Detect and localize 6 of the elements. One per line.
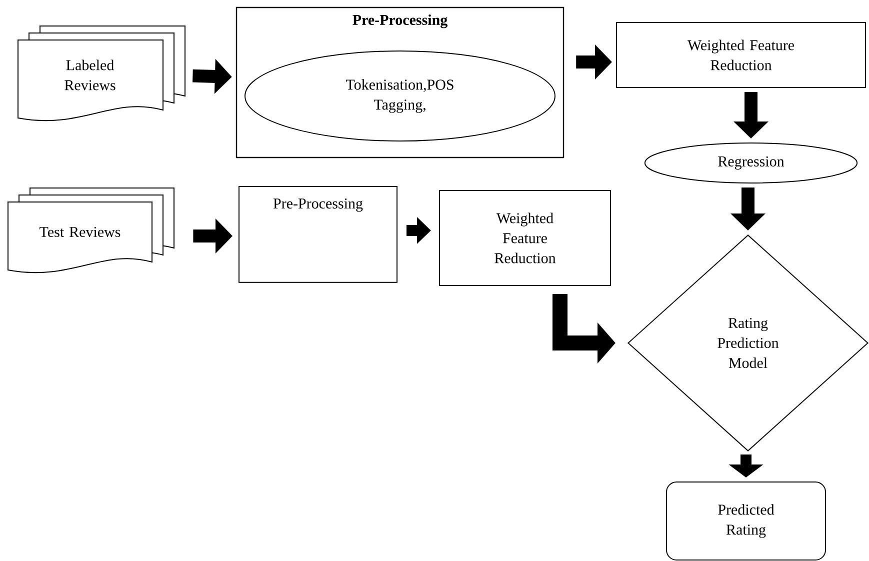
process-box: Weighted Feature Reduction xyxy=(616,22,866,88)
document-stack: Labeled Reviews xyxy=(18,26,186,122)
terminal-box: Predicted Rating xyxy=(666,482,826,560)
document-stack: Test Reviews xyxy=(8,188,174,274)
process-box: Weighted Feature Reduction xyxy=(439,190,611,286)
process-box: Pre-Processing xyxy=(238,186,398,283)
